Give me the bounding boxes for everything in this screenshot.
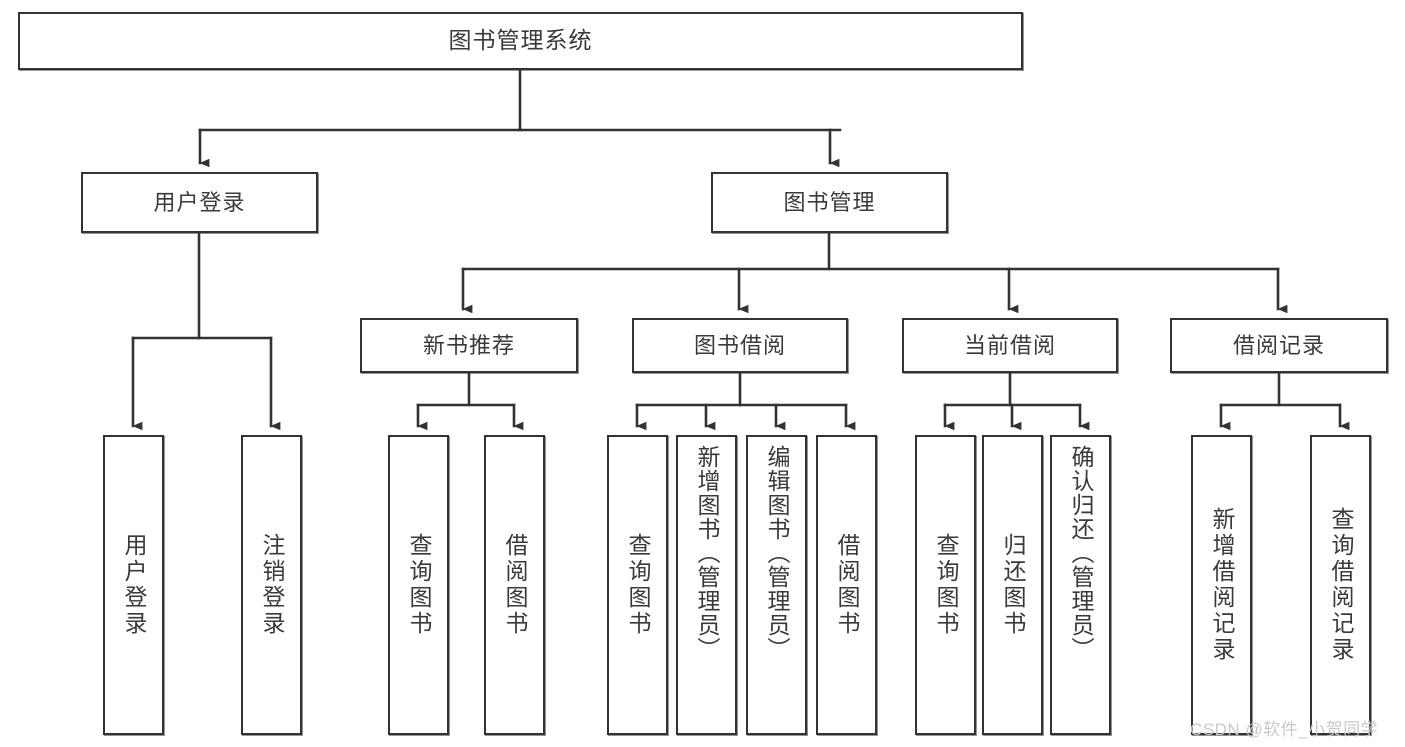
leaf-borrow-book-label: 借阅图书 xyxy=(834,533,860,637)
node-user-login-label: 用户登录 xyxy=(153,189,246,215)
node-book-management[interactable]: 图书管理 xyxy=(711,172,948,233)
leaf-logout[interactable]: 注销登录 xyxy=(241,435,302,735)
leaf-user-login[interactable]: 用户登录 xyxy=(103,435,164,735)
leaf-confirm-return-admin[interactable]: 确认归还（管理员） xyxy=(1050,435,1111,735)
node-borrow-record-label: 借阅记录 xyxy=(1232,332,1325,358)
leaf-return-book-label: 归还图书 xyxy=(1000,533,1026,637)
watermark: CSDN @软件_小贺同学 xyxy=(1190,720,1379,739)
leaf-edit-book-admin-label: 编辑图书（管理员） xyxy=(764,445,790,661)
node-book-management-label: 图书管理 xyxy=(783,189,876,215)
node-borrow-record[interactable]: 借阅记录 xyxy=(1170,318,1388,373)
leaf-borrow-book[interactable]: 借阅图书 xyxy=(816,435,877,735)
leaf-add-book-admin[interactable]: 新增图书（管理员） xyxy=(676,435,737,735)
leaf-query-book-current-label: 查询图书 xyxy=(933,533,959,637)
node-book-borrow-label: 图书借阅 xyxy=(693,332,786,358)
leaf-query-book-borrow[interactable]: 查询图书 xyxy=(607,435,668,735)
leaf-user-login-label: 用户登录 xyxy=(121,533,147,637)
leaf-borrow-book-recommend-label: 借阅图书 xyxy=(502,533,528,637)
leaf-borrow-book-recommend[interactable]: 借阅图书 xyxy=(484,435,545,735)
leaf-edit-book-admin[interactable]: 编辑图书（管理员） xyxy=(746,435,807,735)
leaf-query-book-borrow-label: 查询图书 xyxy=(625,533,651,637)
node-book-borrow[interactable]: 图书借阅 xyxy=(632,318,848,373)
leaf-query-book-recommend[interactable]: 查询图书 xyxy=(388,435,449,735)
node-root[interactable]: 图书管理系统 xyxy=(18,12,1023,70)
leaf-query-book-recommend-label: 查询图书 xyxy=(406,533,432,637)
node-current-borrow-label: 当前借阅 xyxy=(963,332,1056,358)
node-root-label: 图书管理系统 xyxy=(448,27,593,54)
node-current-borrow[interactable]: 当前借阅 xyxy=(902,318,1118,373)
leaf-confirm-return-admin-label: 确认归还（管理员） xyxy=(1068,445,1094,661)
leaf-query-borrow-record[interactable]: 查询借阅记录 xyxy=(1310,435,1371,735)
node-new-book-recommend[interactable]: 新书推荐 xyxy=(360,318,578,373)
leaf-query-book-current[interactable]: 查询图书 xyxy=(915,435,976,735)
node-user-login[interactable]: 用户登录 xyxy=(81,172,318,233)
leaf-add-borrow-record-label: 新增借阅记录 xyxy=(1209,507,1235,663)
leaf-query-borrow-record-label: 查询借阅记录 xyxy=(1328,507,1354,663)
leaf-return-book[interactable]: 归还图书 xyxy=(982,435,1043,735)
leaf-add-book-admin-label: 新增图书（管理员） xyxy=(694,445,720,661)
leaf-logout-label: 注销登录 xyxy=(259,533,285,637)
leaf-add-borrow-record[interactable]: 新增借阅记录 xyxy=(1191,435,1252,735)
node-new-book-recommend-label: 新书推荐 xyxy=(422,332,515,358)
